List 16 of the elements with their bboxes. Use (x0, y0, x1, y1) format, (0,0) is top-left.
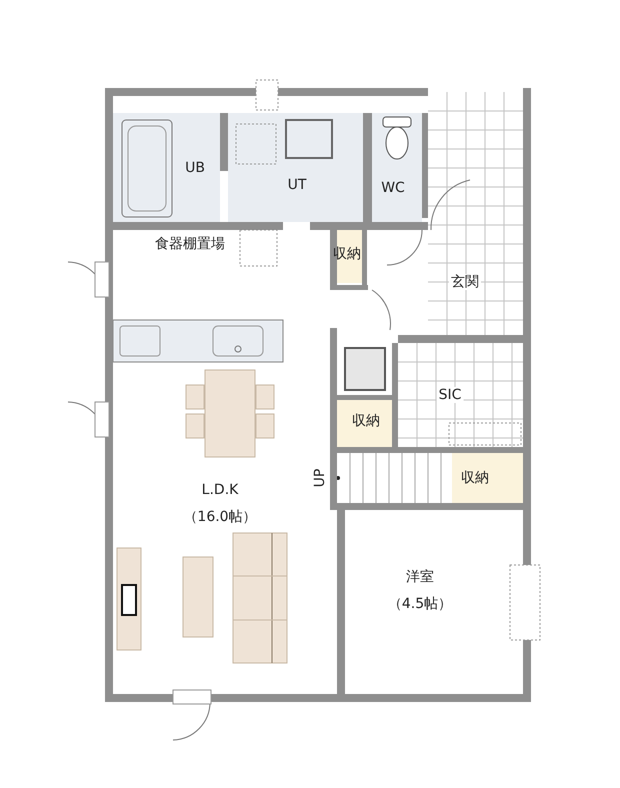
room-name: 収納 (352, 413, 380, 429)
room-name: 収納 (461, 470, 489, 486)
room-name: 洋室 (406, 569, 434, 585)
room-name: SIC (436, 387, 464, 403)
room-name: UT (288, 177, 306, 193)
room-size: （4.5帖） (388, 596, 452, 612)
room-name: L.D.K (202, 482, 238, 498)
room-name: WC (381, 180, 405, 196)
room-size: （16.0帖） (183, 509, 257, 525)
room-name: 収納 (333, 246, 361, 262)
stair-direction-label: UP (312, 468, 328, 488)
room-name: 玄関 (449, 274, 481, 290)
room-name: UB (185, 160, 205, 176)
cupboard-area-label: 食器棚置場 (155, 236, 225, 252)
room-area (337, 400, 392, 447)
room-area (452, 453, 523, 503)
